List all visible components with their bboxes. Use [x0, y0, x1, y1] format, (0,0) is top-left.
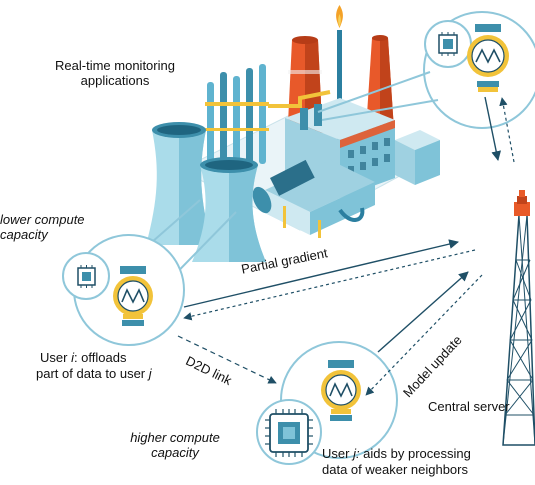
arrows [177, 96, 515, 396]
chip-icon [438, 32, 458, 56]
user-j-var: j: [353, 446, 360, 461]
vertical-pipes [205, 64, 269, 182]
user-i-line2-prefix: part of data to user [36, 366, 149, 381]
cooling-tower-back [146, 122, 212, 245]
label-user-i: User i: offloads [40, 350, 126, 365]
label-user-i-line2: part of data to user j [36, 366, 152, 381]
label-realtime-monitoring: Real-time monitoring applications [55, 58, 175, 88]
arrow-d2d-link [177, 335, 277, 384]
chimney-orange-right [366, 35, 394, 130]
arrow-server-to-user-i [183, 249, 476, 321]
device-user-j [256, 341, 398, 465]
label-user-j: User j: aids by processing [322, 446, 471, 461]
user-i-rest: : offloads [73, 350, 127, 365]
user-j-rest: aids by processing [359, 446, 471, 461]
radio-tower-icon [502, 190, 535, 446]
sensor-icon [321, 360, 361, 421]
user-j-prefix: User [322, 446, 354, 461]
sensor-icon [467, 24, 509, 92]
horizontal-tank [252, 159, 375, 238]
arrow-user-j-to-server [377, 271, 469, 353]
label-central-server: Central server [428, 399, 510, 414]
user-i-var: i [71, 350, 74, 365]
arrow-partial-gradient [183, 239, 459, 308]
arrow-model-update [365, 274, 483, 396]
industrial-plant-illustration [146, 5, 440, 262]
label-lower-compute-capacity: lower compute capacity [0, 212, 85, 242]
sensor-icon [113, 266, 153, 326]
user-i-prefix: User [40, 350, 72, 365]
user-i-line2-var: j [148, 366, 152, 381]
chip-icon [77, 265, 96, 288]
annex-building [395, 130, 440, 185]
label-higher-compute-capacity: higher compute capacity [130, 430, 220, 460]
device-user-i [62, 199, 237, 346]
chip-icon-large [265, 409, 313, 457]
arrow-server-to-top-device [499, 97, 515, 163]
arrow-top-device-to-server [484, 96, 502, 161]
flare-stack [336, 5, 343, 140]
label-user-j-line2: data of weaker neighbors [322, 462, 468, 477]
